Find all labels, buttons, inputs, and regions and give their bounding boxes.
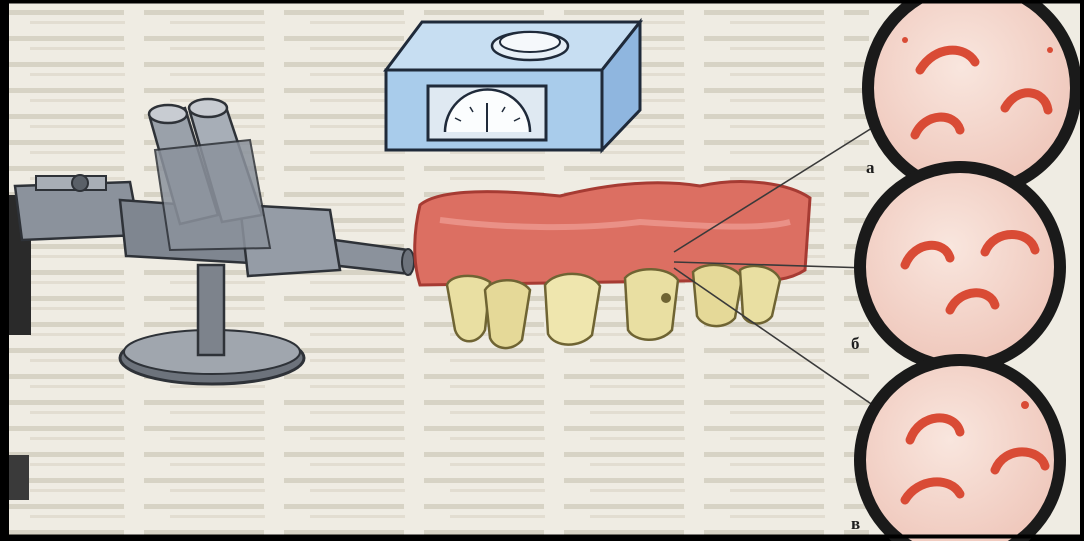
label-b: б bbox=[851, 334, 860, 354]
magnified-view-c bbox=[860, 360, 1060, 541]
label-c: в bbox=[851, 514, 860, 534]
label-a: а bbox=[866, 158, 875, 178]
magnified-view-b bbox=[860, 167, 1060, 367]
left-edge-shadow-lower bbox=[9, 455, 29, 500]
measuring-device-icon bbox=[386, 22, 640, 150]
